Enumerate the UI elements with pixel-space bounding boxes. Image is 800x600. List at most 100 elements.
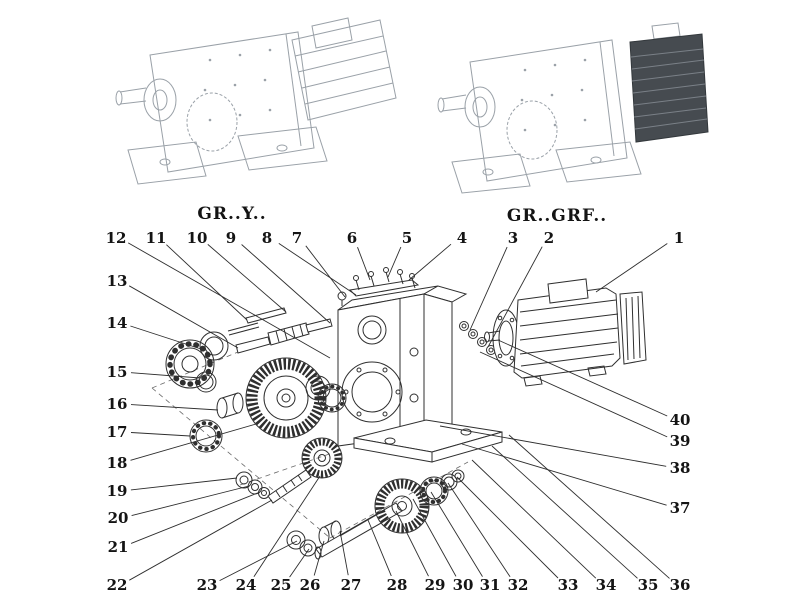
variant-label-gr-grf: GR..GRF.. [507,206,607,226]
leader-line-30 [412,498,457,577]
mounting-feet [127,126,328,185]
callout-number-24: 24 [236,576,257,594]
housing-feet [353,419,503,463]
exploded-view [151,267,647,560]
dark-drive-unit [629,22,709,143]
gear-face-circle [186,92,238,152]
leader-line-21 [130,491,261,544]
callout-number-39: 39 [670,432,691,450]
output-ring [451,469,465,483]
leader-line-14 [130,325,202,350]
output-washer [286,530,306,550]
gearbox-housing [337,285,468,447]
leader-line-11 [166,244,248,321]
callout-number-23: 23 [197,576,218,594]
output-shaft-assembly [286,469,465,560]
leader-line-35 [491,445,638,579]
retaining-ring [258,487,270,499]
vent-plug [337,291,347,306]
shaft-key-small [227,322,259,332]
output-shaft-stub [437,94,467,113]
callout-number-3: 3 [508,229,518,247]
gear-face-circle [506,100,558,160]
leader-line-37 [461,443,667,506]
leader-line-22 [129,499,273,581]
leader-line-33 [456,476,559,579]
oil-seal [199,331,229,361]
perspective-guide-lines [151,325,469,539]
oil-plug [409,347,419,357]
output-shaft-stub [115,87,147,106]
leader-line-38 [439,425,667,467]
leader-line-31 [430,491,483,577]
leader-line-17 [130,432,191,437]
leader-line-32 [447,482,511,578]
terminal-box-outline [311,17,353,49]
callout-number-31: 31 [480,576,501,594]
leader-line-29 [395,510,429,577]
leader-line-5 [387,246,402,278]
leader-line-36 [508,434,670,579]
cover-bolts [353,267,416,291]
callout-number-14: 14 [107,314,128,332]
leader-line-13 [128,285,239,349]
intermediate-assembly [235,437,343,504]
callout-number-36: 36 [670,576,691,594]
leader-line-39 [479,351,668,438]
callout-number-27: 27 [341,576,362,594]
callout-number-32: 32 [508,576,529,594]
gearbox-outline [464,39,628,182]
leader-line-9 [241,244,331,324]
leader-line-19 [130,477,238,491]
callout-number-1: 1 [674,229,684,247]
leader-line-1 [595,243,668,293]
leader-line-27 [339,530,349,576]
callout-number-22: 22 [107,576,128,594]
leader-line-10 [207,244,287,313]
variant-label-gr-y: GR..Y.. [197,204,266,224]
callout-number-38: 38 [670,459,691,477]
callout-number-2: 2 [544,229,554,247]
output-washer [299,539,317,557]
washer [477,337,487,347]
pinion-shaft [267,469,312,504]
callout-number-10: 10 [187,229,208,247]
leader-line-12 [127,242,331,359]
motor-assembly [459,278,647,387]
callout-number-18: 18 [107,454,128,472]
motor-body [513,287,621,379]
leader-line-24 [253,475,321,577]
callout-number-4: 4 [457,229,467,247]
callout-number-40: 40 [670,411,691,429]
washer [468,329,478,339]
motor-terminal-box [547,278,589,304]
leader-line-4 [408,243,452,281]
leader-line-40 [497,339,668,417]
leader-line-25 [289,548,310,578]
callout-number-37: 37 [670,499,691,517]
callout-number-7: 7 [292,229,302,247]
leader-line-15 [130,372,201,379]
callout-number-8: 8 [262,229,272,247]
callout-number-25: 25 [271,576,292,594]
retaining-washer [235,471,253,489]
leader-line-18 [130,423,257,461]
callout-number-12: 12 [106,229,127,247]
callout-number-21: 21 [108,538,129,556]
output-bearing [419,476,449,506]
leader-line-2 [487,246,543,348]
left-gear-cluster [189,357,347,453]
callout-number-35: 35 [638,576,659,594]
input-bearing [165,339,215,389]
leader-line-26 [313,540,325,576]
leader-line-7 [305,245,346,298]
callout-number-20: 20 [108,509,129,527]
callout-number-29: 29 [425,576,446,594]
output-gear [374,478,430,534]
spacer-sleeve [216,397,228,419]
callout-number-13: 13 [107,272,128,290]
callout-number-28: 28 [387,576,408,594]
input-boss [143,78,177,122]
